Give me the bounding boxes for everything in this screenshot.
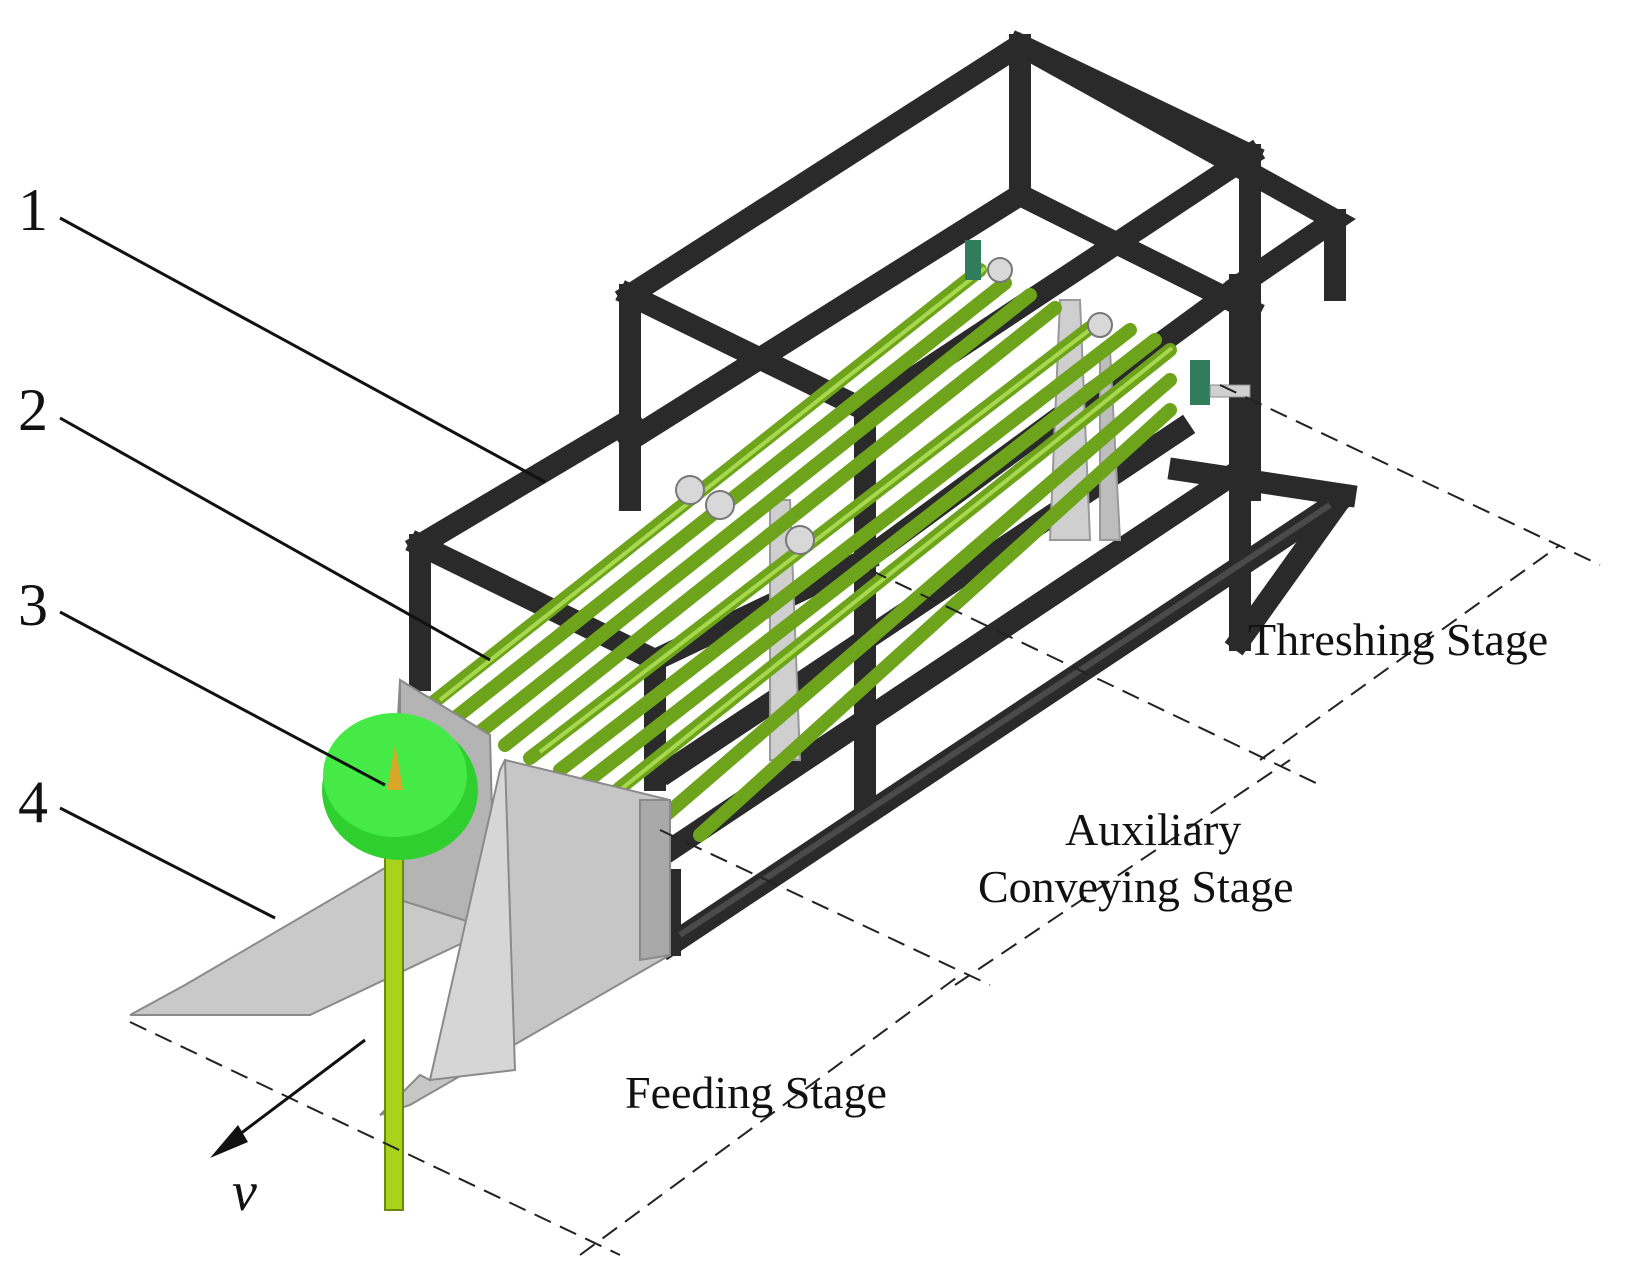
- part-label-2: 2: [18, 377, 48, 443]
- part-label-3: 3: [18, 572, 48, 638]
- crop-stalk: [384, 819, 404, 1211]
- leader-lines: [59, 216, 546, 920]
- crop-head-disc: [322, 713, 478, 860]
- velocity-arrow: [210, 1038, 366, 1158]
- auxiliary-stage-label-line1: Auxiliary: [1065, 804, 1241, 855]
- threshing-stage-label: Threshing Stage: [1248, 614, 1548, 665]
- auxiliary-stage-label-line2: Conveying Stage: [978, 861, 1294, 912]
- stage-boundaries: [129, 384, 1601, 1256]
- frame: [404, 30, 1358, 961]
- feeding-stage-label: Feeding Stage: [625, 1067, 887, 1118]
- part-label-4: 4: [18, 769, 48, 835]
- conveying-belts: [423, 263, 1177, 842]
- pulleys: [675, 240, 1251, 555]
- part-label-1: 1: [18, 177, 48, 243]
- velocity-symbol: v: [232, 1161, 257, 1223]
